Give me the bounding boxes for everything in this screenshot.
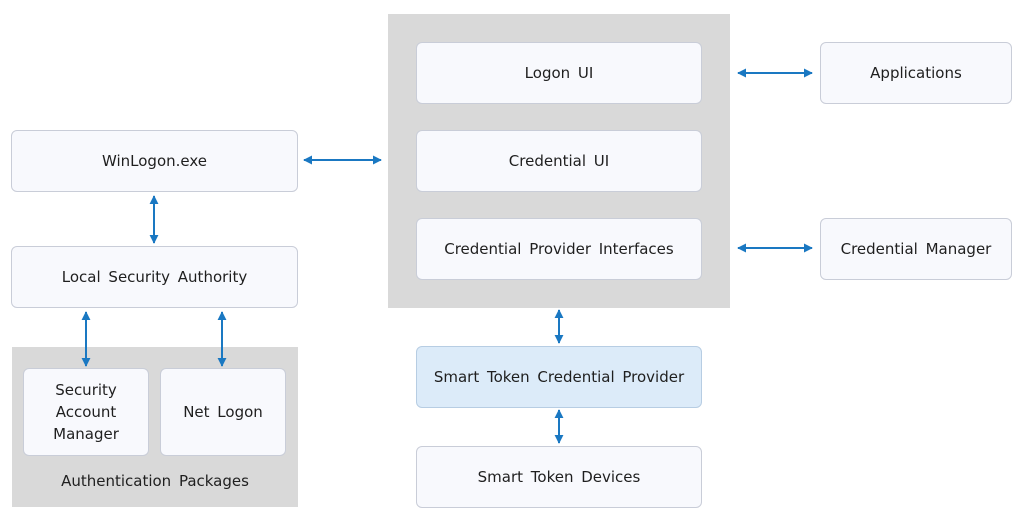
credential-manager-label: Credential Manager <box>840 240 992 258</box>
sam-node: Security Account Manager <box>23 368 149 456</box>
winlogon-label: WinLogon.exe <box>101 152 208 170</box>
netlogon-label: Net Logon <box>183 403 263 421</box>
logon-ui-node: Logon UI <box>416 42 702 104</box>
applications-label: Applications <box>870 64 962 82</box>
sam-label-line-3: Manager <box>53 425 119 443</box>
sam-label-line-1: Security <box>55 381 117 399</box>
credential-provider-interfaces-label: Credential Provider Interfaces <box>444 240 674 258</box>
logon-ui-label: Logon UI <box>524 64 594 82</box>
credential-ui-node: Credential UI <box>416 130 702 192</box>
lsa-label: Local Security Authority <box>61 268 248 286</box>
credential-ui-label: Credential UI <box>508 152 610 170</box>
smart-token-devices-label: Smart Token Devices <box>477 468 641 486</box>
netlogon-node: Net Logon <box>160 368 286 456</box>
smart-token-devices-node: Smart Token Devices <box>416 446 702 508</box>
smart-token-credential-provider-label: Smart Token Credential Provider <box>433 368 685 386</box>
credential-manager-node: Credential Manager <box>820 218 1012 280</box>
winlogon-node: WinLogon.exe <box>11 130 298 192</box>
smart-token-credential-provider-node: Smart Token Credential Provider <box>416 346 702 408</box>
lsa-node: Local Security Authority <box>11 246 298 308</box>
applications-node: Applications <box>820 42 1012 104</box>
auth-packages-label: Authentication Packages <box>61 472 249 490</box>
sam-label-line-2: Account <box>55 403 117 421</box>
credential-provider-interfaces-node: Credential Provider Interfaces <box>416 218 702 280</box>
